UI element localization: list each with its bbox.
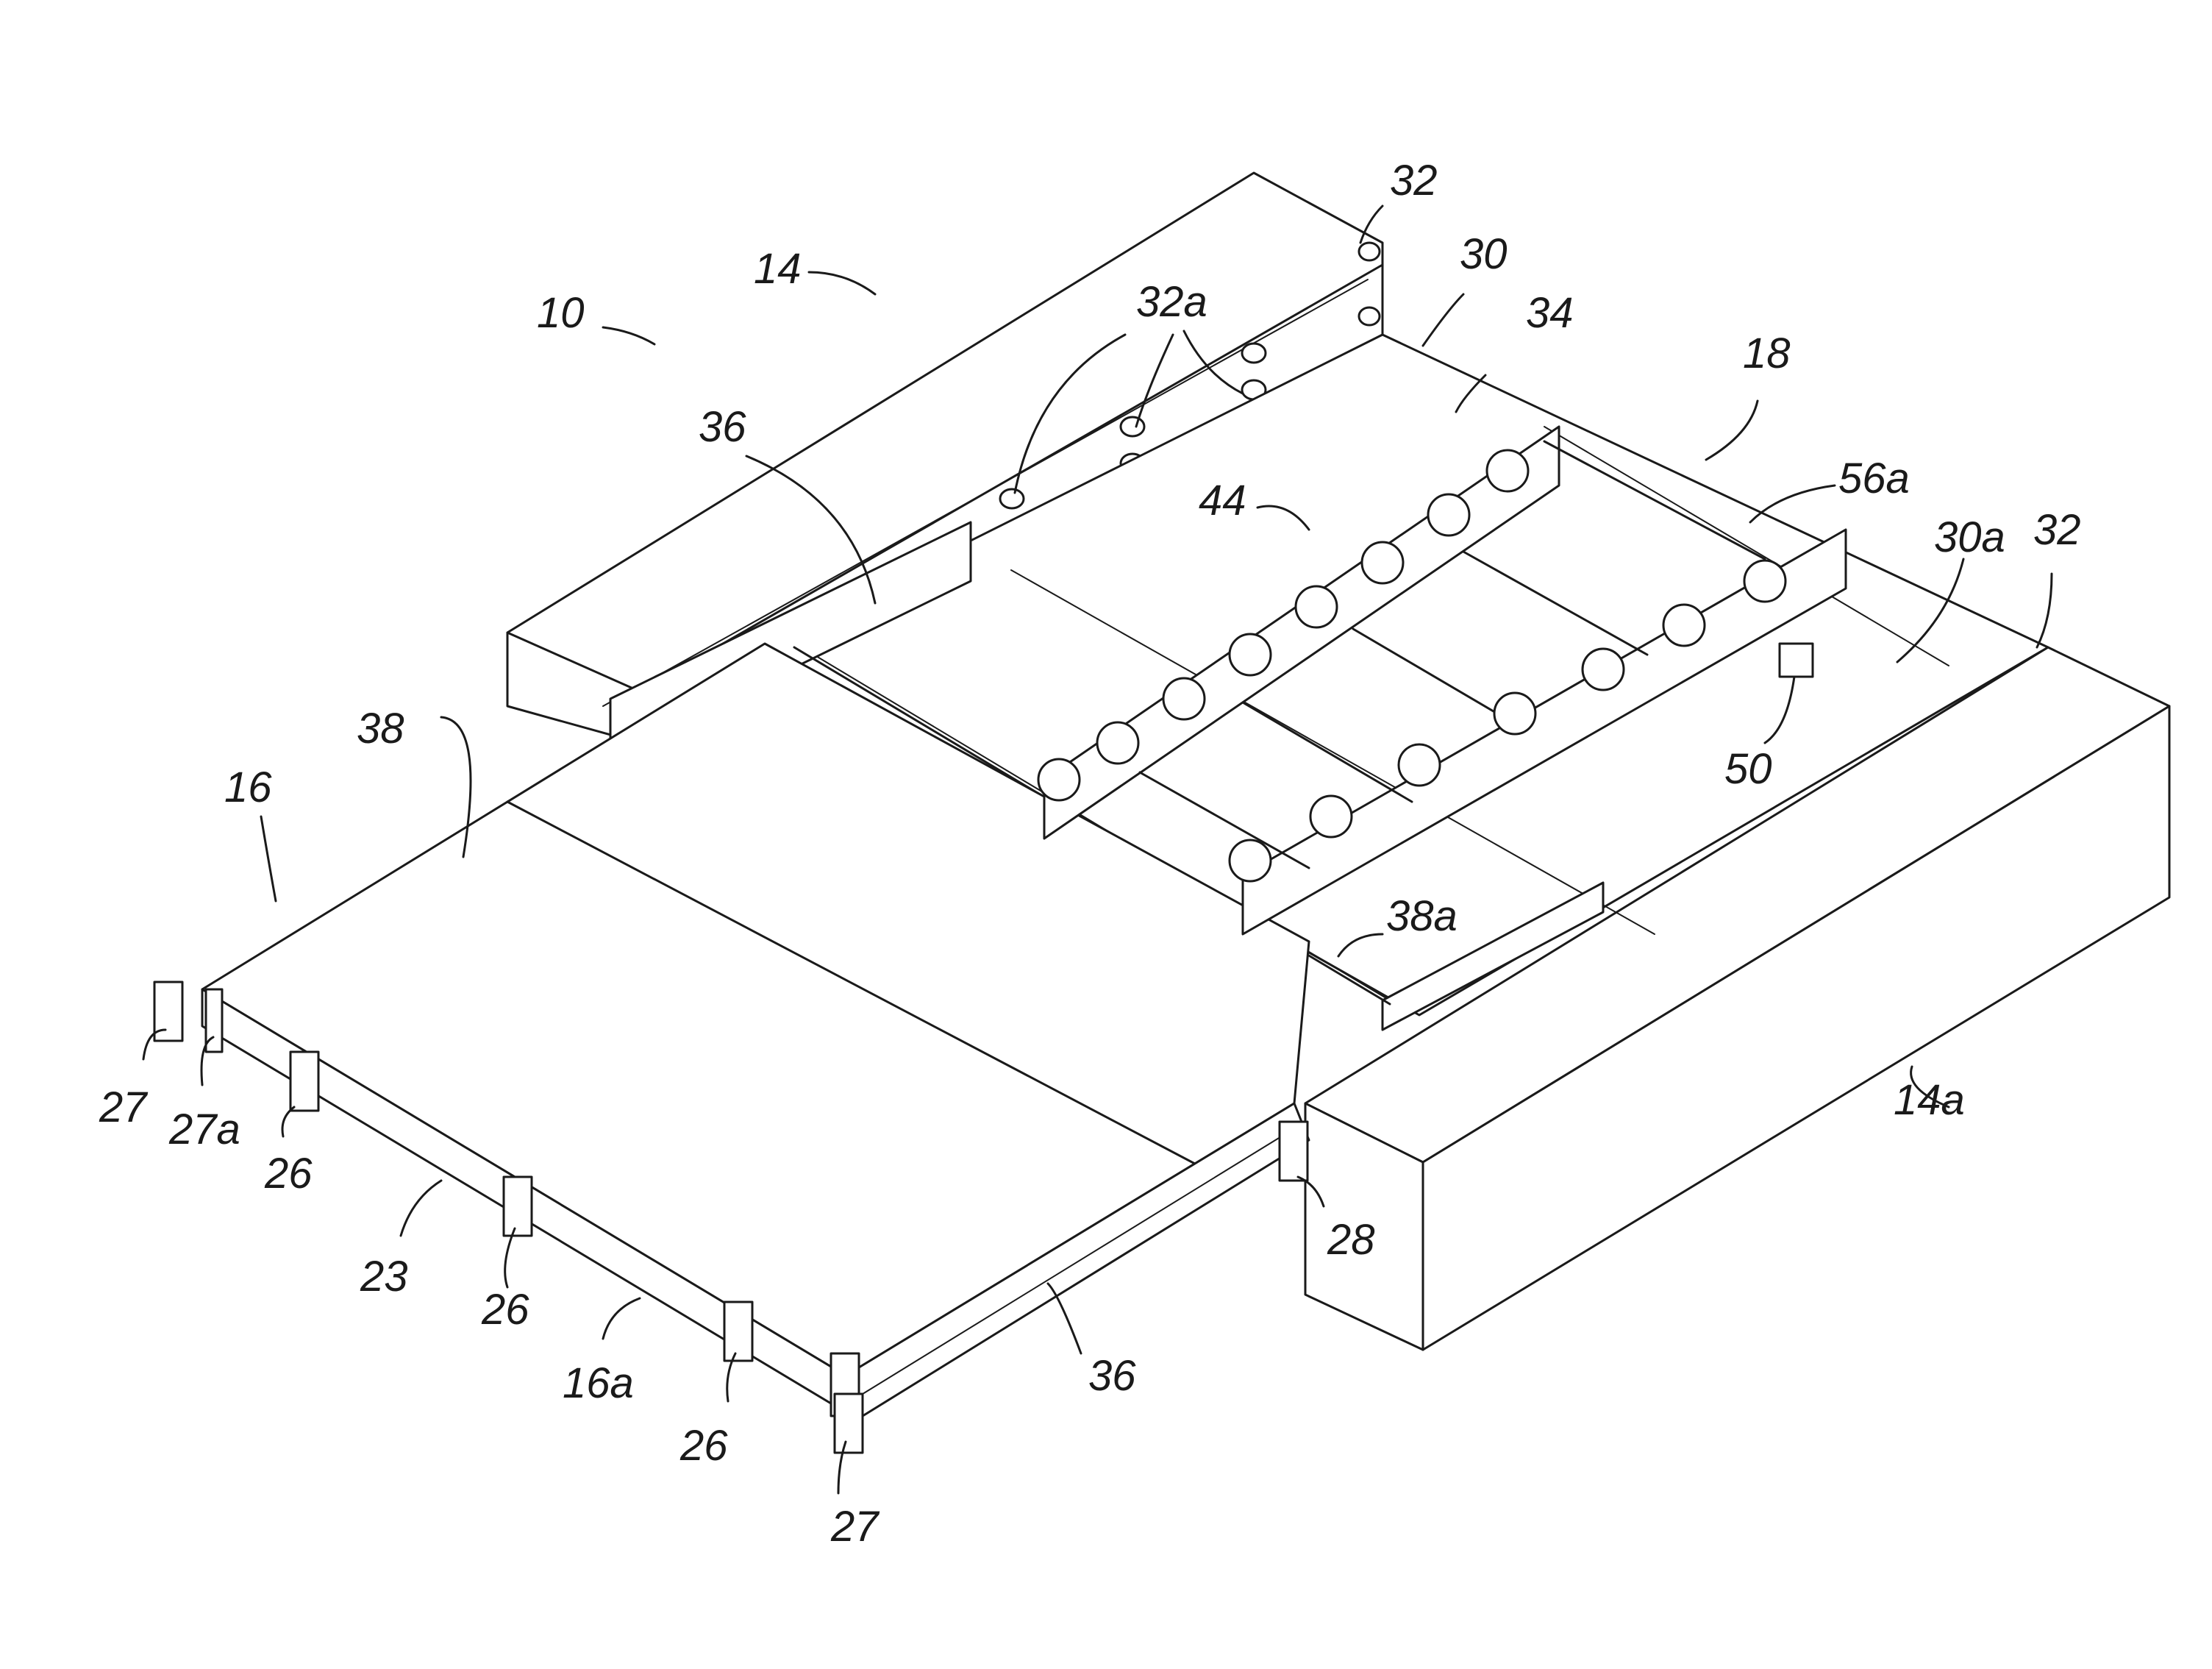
label-28: 28	[1327, 1216, 1375, 1264]
label-26-3: 26	[679, 1422, 728, 1470]
label-14a: 14a	[1894, 1076, 1965, 1124]
label-32-2: 32	[2033, 506, 2081, 554]
label-36-1: 36	[699, 403, 746, 451]
label-26-1: 26	[264, 1150, 313, 1198]
label-56a: 56a	[1838, 455, 1910, 502]
label-32a: 32a	[1136, 278, 1207, 326]
label-27-2: 27	[830, 1503, 880, 1551]
label-36-2: 36	[1088, 1352, 1136, 1400]
label-16: 16	[224, 764, 272, 811]
label-50: 50	[1724, 745, 1772, 793]
label-26-2: 26	[481, 1286, 529, 1334]
label-16a: 16a	[563, 1359, 634, 1407]
label-38: 38	[357, 705, 404, 752]
label-14: 14	[754, 245, 802, 293]
label-38a: 38a	[1386, 892, 1458, 940]
label-23: 23	[360, 1253, 408, 1300]
label-44: 44	[1199, 477, 1246, 524]
label-18: 18	[1743, 330, 1791, 377]
label-30: 30	[1460, 230, 1508, 278]
label-27a: 27a	[168, 1106, 240, 1153]
label-30a: 30a	[1934, 513, 2005, 561]
label-34: 34	[1526, 289, 1574, 337]
label-27-1: 27	[99, 1083, 149, 1131]
label-32-1: 32	[1390, 157, 1438, 204]
label-10: 10	[537, 289, 585, 337]
